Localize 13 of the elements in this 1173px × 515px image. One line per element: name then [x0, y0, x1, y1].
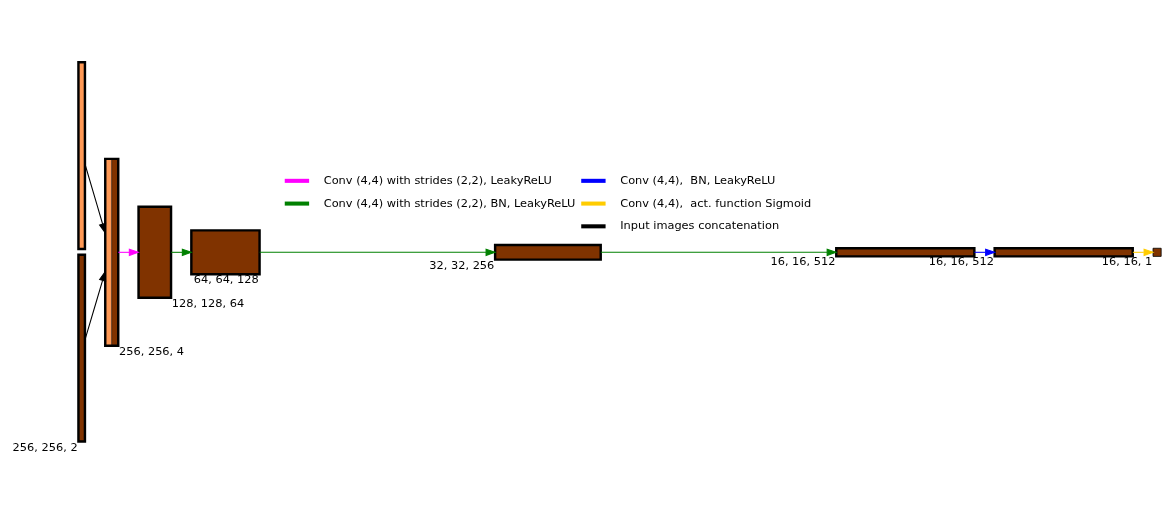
legend-label: Conv (4,4), BN, LeakyReLU [620, 172, 776, 187]
legend-label: Input images concatenation [620, 217, 780, 232]
node-label: 256, 256, 2 [12, 439, 78, 454]
legend-label: Conv (4,4) with strides (2,2), BN, LeakyReLU [323, 195, 576, 210]
node-label: 16, 16, 1 [1101, 253, 1153, 268]
node-label: 16, 16, 512 [770, 253, 836, 268]
node-label: 64, 64, 128 [193, 271, 259, 286]
node-label: 16, 16, 512 [928, 253, 994, 268]
legend-label: Conv (4,4), act. function Sigmoid [620, 195, 812, 210]
node-label: 32, 32, 256 [429, 257, 495, 272]
node-label: 128, 128, 64 [171, 295, 245, 310]
node-label: 256, 256, 4 [119, 343, 185, 358]
legend-label: Conv (4,4) with strides (2,2), LeakyReLU [323, 172, 552, 187]
